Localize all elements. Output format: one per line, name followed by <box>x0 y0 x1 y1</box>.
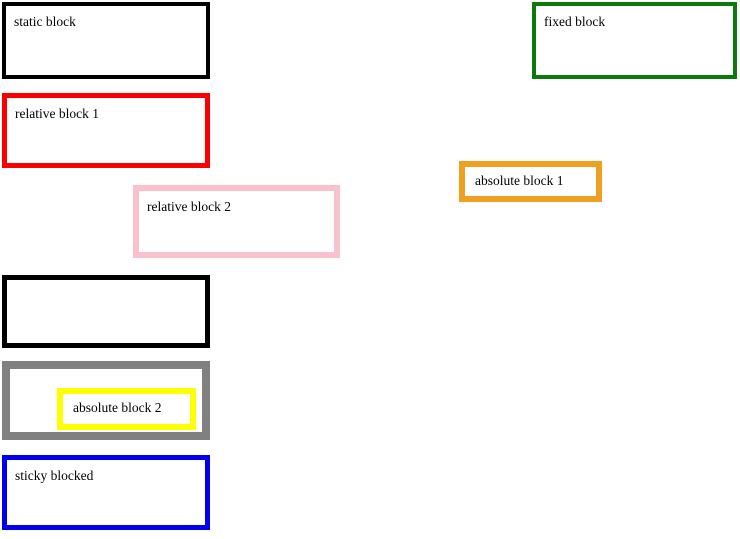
relative-block-1-label: relative block 1 <box>15 106 99 121</box>
static-block-label: static block <box>14 14 76 29</box>
static-block[interactable]: static block <box>2 2 210 79</box>
fixed-block[interactable]: fixed block <box>532 2 737 79</box>
gray-container-block[interactable]: absolute block 2 <box>2 361 210 440</box>
relative-block-1[interactable]: relative block 1 <box>2 93 210 168</box>
sticky-block[interactable]: sticky blocked <box>2 455 210 530</box>
relative-block-2-label: relative block 2 <box>147 199 231 214</box>
absolute-block-1-label: absolute block 1 <box>475 173 564 188</box>
relative-block-2[interactable]: relative block 2 <box>133 185 340 258</box>
absolute-block-2-label: absolute block 2 <box>73 400 162 415</box>
absolute-block-1[interactable]: absolute block 1 <box>459 161 602 202</box>
empty-bordered-block[interactable] <box>2 275 210 348</box>
sticky-block-label: sticky blocked <box>15 468 94 483</box>
absolute-block-2[interactable]: absolute block 2 <box>57 388 196 430</box>
fixed-block-label: fixed block <box>544 14 606 29</box>
